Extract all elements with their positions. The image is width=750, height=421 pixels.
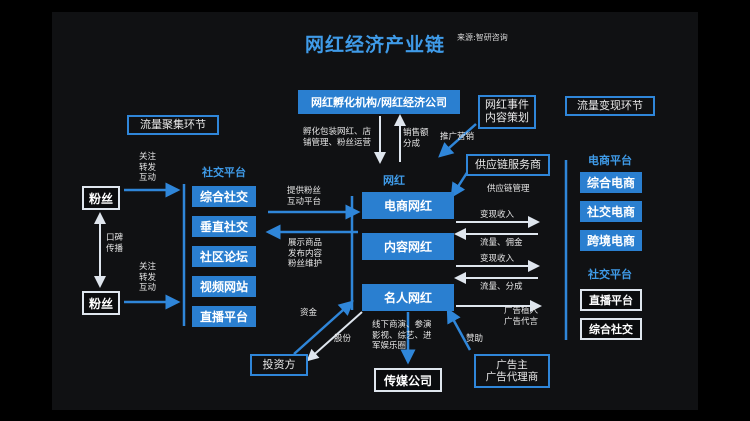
section-label: 流量聚集环节	[140, 117, 206, 131]
monetize-label-2: 变现收入	[480, 254, 515, 264]
social-item-live: 直播平台	[192, 306, 256, 327]
traffic-label-2: 流量、分成	[480, 282, 523, 292]
incubator-note: 孵化包装网红、店 铺管理、粉丝运营	[303, 127, 372, 148]
section-label: 流量变现环节	[577, 98, 643, 112]
right-social-live: 直播平台	[580, 289, 642, 311]
right-social-heading: 社交平台	[588, 268, 632, 281]
sales-share-label: 销售额 分成	[403, 128, 429, 149]
social-item-forum: 社区论坛	[192, 246, 256, 267]
social-item-comprehensive: 综合社交	[192, 186, 256, 207]
equity-label: 股份	[334, 334, 352, 344]
advertiser-box: 广告主 广告代理商	[474, 354, 550, 388]
supply-mgmt-label: 供应链管理	[487, 184, 530, 194]
fans-bottom: 粉丝	[82, 291, 120, 315]
content-influencer: 内容网红	[362, 233, 454, 260]
word-of-mouth-label: 口碑 传播	[106, 233, 124, 254]
incubator-box: 网红孵化机构/网红经济公司	[298, 90, 460, 114]
ecom-item-crossborder: 跨境电商	[580, 230, 642, 251]
offline-label: 线下商演、参演 影视、综艺、进 军娱乐圈	[372, 320, 432, 352]
traffic-aggregation-section: 流量聚集环节	[127, 115, 219, 135]
sponsor-label: 赞助	[466, 334, 484, 344]
monetization-section: 流量变现环节	[565, 96, 655, 116]
interaction-label-bottom: 关注 转发 互动	[139, 262, 157, 294]
provide-fans-label: 提供粉丝 互动平台	[287, 186, 322, 207]
fans-top: 粉丝	[82, 186, 120, 210]
funds-label: 资金	[300, 308, 318, 318]
supply-chain-box: 供应链服务商	[466, 154, 550, 176]
ecom-heading: 电商平台	[588, 154, 632, 167]
page-title: 网红经济产业链	[304, 34, 445, 56]
promo-label: 推广营销	[440, 132, 475, 142]
celebrity-influencer: 名人网红	[362, 284, 454, 311]
investor-box: 投资方	[250, 354, 308, 376]
monetize-label-1: 变现收入	[480, 210, 515, 220]
ecom-item-comprehensive: 综合电商	[580, 172, 642, 193]
ecommerce-influencer: 电商网红	[362, 192, 454, 219]
source-note: 来源:智研咨询	[457, 33, 508, 42]
interaction-label-top: 关注 转发 互动	[139, 152, 157, 184]
right-social-comprehensive: 综合社交	[580, 318, 642, 340]
social-item-video: 视频网站	[192, 276, 256, 297]
event-planning-box: 网红事件 内容策划	[478, 95, 536, 129]
social-item-vertical: 垂直社交	[192, 216, 256, 237]
wanghong-label: 网红	[383, 174, 405, 187]
traffic-label-1: 流量、佣金	[480, 238, 523, 248]
ad-embed-label: 广告植入 广告代言	[504, 306, 539, 327]
display-label: 展示商品 发布内容 粉丝维护	[288, 238, 323, 270]
social-heading: 社交平台	[202, 166, 246, 179]
ecom-item-social: 社交电商	[580, 201, 642, 222]
media-company: 传媒公司	[374, 368, 442, 392]
